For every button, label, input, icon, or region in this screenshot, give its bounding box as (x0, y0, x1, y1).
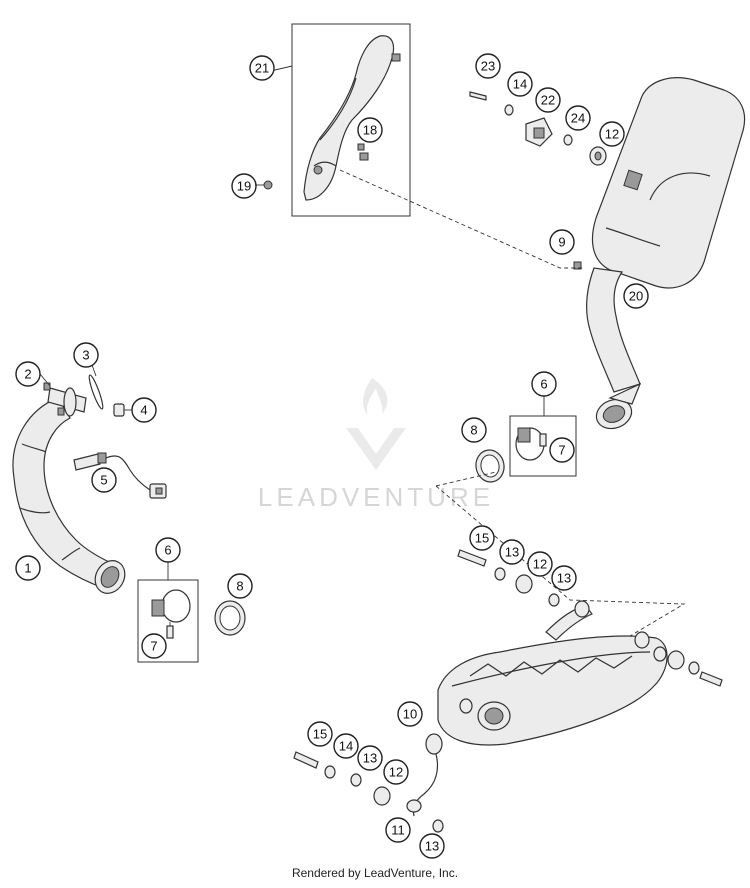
svg-text:24: 24 (571, 111, 585, 126)
svg-text:6: 6 (164, 543, 171, 558)
callout-23: 23 (475, 53, 501, 79)
callout-14-top: 14 (507, 71, 533, 97)
watermark-text: LEADVENTURE (258, 482, 494, 512)
callout-2: 2 (15, 361, 41, 387)
callout-22: 22 (535, 87, 561, 113)
callout-3: 3 (73, 342, 99, 368)
callout-12-low: 12 (383, 759, 409, 785)
callout-21: 21 (249, 55, 275, 81)
callout-9: 9 (549, 229, 575, 255)
svg-text:12: 12 (389, 765, 403, 780)
callout-14-low: 14 (333, 733, 359, 759)
callout-13-c: 13 (357, 745, 383, 771)
callout-12-top: 12 (599, 121, 625, 147)
callout-1: 1 (15, 555, 41, 581)
upper-mount-hardware (457, 549, 560, 607)
svg-text:15: 15 (475, 531, 489, 546)
muffler-nut-9 (573, 261, 582, 270)
shield-screw (263, 180, 273, 190)
svg-text:12: 12 (533, 557, 547, 572)
svg-text:7: 7 (150, 639, 157, 654)
callout-13-a: 13 (499, 539, 525, 565)
svg-text:5: 5 (100, 473, 107, 488)
svg-text:10: 10 (403, 707, 417, 722)
svg-text:8: 8 (236, 579, 243, 594)
callout-5: 5 (91, 467, 117, 493)
clamp-left (151, 589, 191, 639)
svg-text:7: 7 (558, 443, 565, 458)
svg-text:15: 15 (313, 727, 327, 742)
svg-text:3: 3 (82, 348, 89, 363)
svg-text:18: 18 (363, 123, 377, 138)
svg-text:2: 2 (24, 367, 31, 382)
heat-shield (303, 35, 401, 201)
side-mount-hardware (653, 646, 723, 687)
callout-10: 10 (397, 701, 423, 727)
top-mount-hardware (469, 91, 607, 166)
callout-8-right: 8 (461, 417, 487, 443)
clamp-group-box-right (509, 415, 577, 477)
svg-text:6: 6 (540, 377, 547, 392)
reference-line-upper (339, 169, 584, 269)
reference-line-middle (435, 471, 686, 637)
seal-ring-right (475, 449, 505, 483)
rear-muffler (585, 77, 746, 430)
svg-text:13: 13 (557, 571, 571, 586)
callout-19: 19 (231, 173, 257, 199)
lower-mount-hardware (293, 751, 391, 806)
svg-text:4: 4 (140, 403, 147, 418)
svg-text:14: 14 (339, 739, 353, 754)
sleeve-nut (113, 403, 125, 417)
svg-text:1: 1 (24, 561, 31, 576)
svg-text:20: 20 (629, 289, 643, 304)
gasket-ring (88, 374, 104, 410)
header-pipe (12, 397, 126, 594)
svg-text:21: 21 (255, 61, 269, 76)
lambda-sensor (73, 452, 167, 499)
callout-15-low: 15 (307, 721, 333, 747)
svg-text:13: 13 (425, 839, 439, 854)
svg-text:8: 8 (470, 423, 477, 438)
clamp-right (515, 427, 547, 461)
svg-text:9: 9 (558, 235, 565, 250)
svg-text:13: 13 (363, 751, 377, 766)
callout-13-b: 13 (551, 565, 577, 591)
callout-20: 20 (623, 283, 649, 309)
svg-text:12: 12 (605, 127, 619, 142)
callout-7-left: 7 (141, 633, 167, 659)
callout-6-left: 6 (155, 537, 181, 563)
callout-13-d: 13 (419, 833, 445, 859)
underbody-silencer (437, 600, 668, 746)
callout-11: 11 (385, 817, 411, 843)
callout-7-right: 7 (549, 437, 575, 463)
svg-text:11: 11 (391, 823, 405, 838)
callout-15-mid: 15 (469, 525, 495, 551)
svg-text:22: 22 (541, 93, 555, 108)
watermark-logo (346, 378, 406, 470)
callout-24: 24 (565, 105, 591, 131)
callout-12-mid: 12 (527, 551, 553, 577)
shield-clips (357, 143, 369, 161)
svg-text:19: 19 (237, 179, 251, 194)
callout-8-left: 8 (227, 573, 253, 599)
callout-4: 4 (131, 397, 157, 423)
callout-18: 18 (357, 117, 383, 143)
heat-shield-group-box (291, 23, 411, 217)
svg-text:14: 14 (513, 77, 527, 92)
bracket-cable (406, 733, 444, 833)
seal-ring-left (214, 600, 246, 636)
footer-credit: Rendered by LeadVenture, Inc. (291, 866, 459, 880)
callout-6-right: 6 (531, 371, 557, 397)
svg-text:23: 23 (481, 59, 495, 74)
svg-text:13: 13 (505, 545, 519, 560)
